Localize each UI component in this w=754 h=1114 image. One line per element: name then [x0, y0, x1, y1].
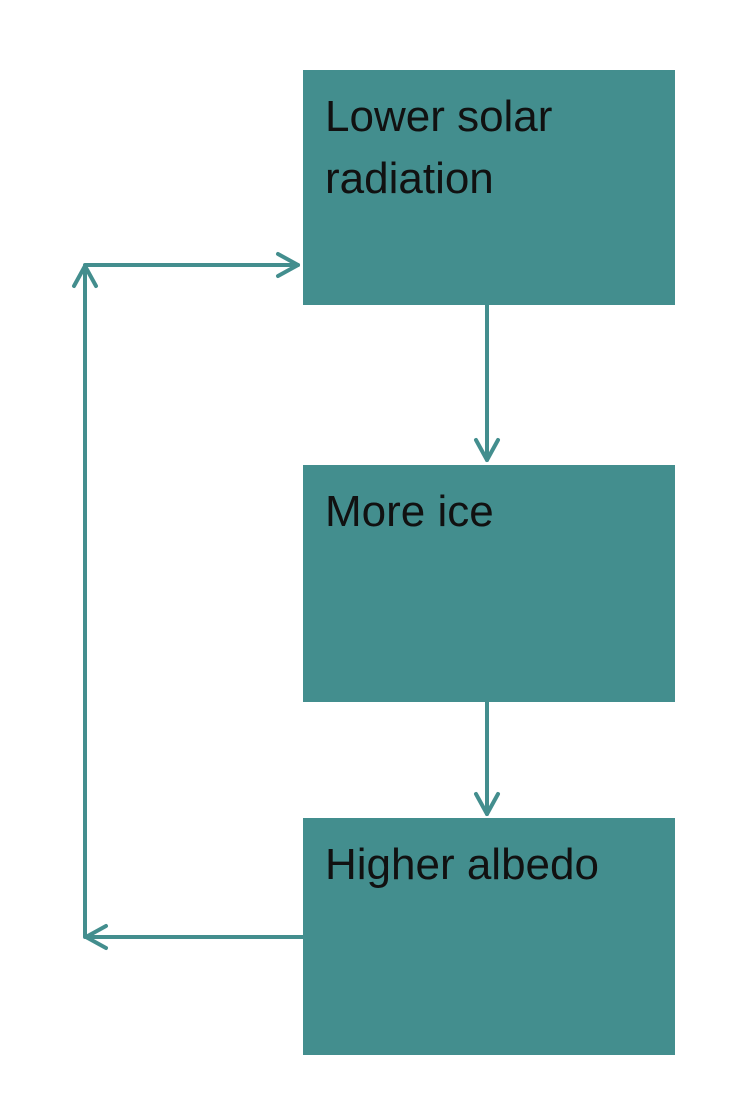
arrowhead: [474, 792, 500, 816]
node-higher-albedo: Higher albedo: [303, 818, 675, 1055]
node-lower-solar-radiation: Lower solar radiation: [303, 70, 675, 305]
node-label: Higher albedo: [325, 840, 599, 889]
arrowhead: [276, 252, 300, 278]
node-label: More ice: [325, 487, 494, 536]
arrowhead: [474, 438, 500, 462]
node-more-ice: More ice: [303, 465, 675, 702]
node-label: Lower solar radiation: [325, 92, 553, 203]
